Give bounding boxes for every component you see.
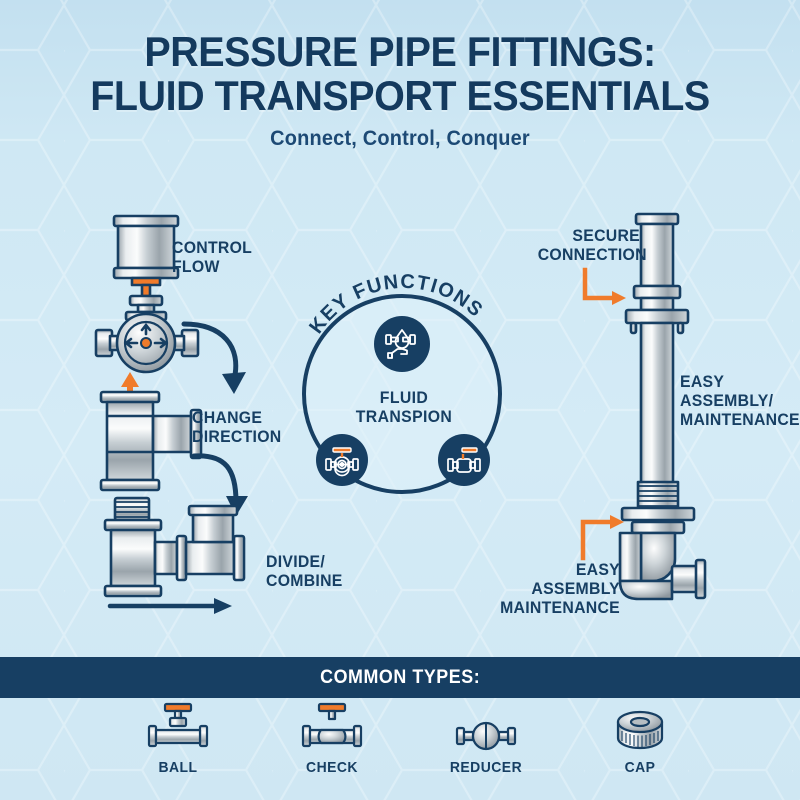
cap-fitting-icon: [585, 700, 695, 752]
callout-easy-assembly-maintenance-bottom: EASY ASSEMBLY MAINTENANCE: [500, 560, 620, 618]
orange-elbow-arrow-right-down: [580, 267, 630, 314]
reducer-fitting-icon: [431, 700, 541, 752]
type-item-cap[interactable]: CAP: [585, 700, 695, 776]
orange-elbow-arrow-right-up: [578, 508, 628, 561]
type-label-reducer: REDUCER: [449, 759, 523, 776]
title-line-1: PRESSURE PIPE FITTINGS:: [144, 28, 656, 75]
type-item-reducer[interactable]: REDUCER: [431, 700, 541, 776]
elbow-fitting-illustration: [608, 480, 718, 606]
type-label-check: CHECK: [306, 759, 358, 776]
callout-divide-combine: DIVIDE/ COMBINE: [266, 552, 343, 591]
callout-easy-assembly-maintenance-right: EASY ASSEMBLY/ MAINTENANCE: [680, 372, 800, 430]
common-types-bar: COMMON TYPES:: [0, 657, 800, 698]
control-valve-illustration: [94, 212, 216, 374]
tee-fitting-illustration-1: [97, 390, 207, 502]
type-label-ball: BALL: [158, 759, 198, 776]
globe-valve-icon: [316, 434, 368, 486]
callout-secure-connection: SECURE CONNECTION: [537, 226, 647, 265]
curved-arrow-down-left: [178, 318, 264, 406]
common-types-list: BALL CHECK: [0, 700, 800, 790]
ball-valve-icon: [123, 700, 233, 752]
ball-valve-icon: [438, 434, 490, 486]
callout-control-flow: CONTROL FLOW: [172, 238, 253, 277]
page-title: PRESSURE PIPE FITTINGS: FLUID TRANSPORT …: [0, 30, 800, 151]
pipe-droplet-hand-icon: [374, 316, 430, 372]
check-valve-icon: [277, 700, 387, 752]
key-functions-caption: FLUID TRANSPION: [355, 388, 453, 427]
tee-fitting-illustration-2: [97, 496, 259, 606]
title-line-2: FLUID TRANSPORT ESSENTIALS: [90, 71, 710, 119]
callout-change-direction: CHANGE DIRECTION: [192, 408, 282, 447]
common-types-heading: COMMON TYPES:: [319, 666, 481, 688]
page-subtitle: Connect, Control, Conquer: [270, 127, 530, 151]
type-item-ball[interactable]: BALL: [123, 700, 233, 776]
type-item-check[interactable]: CHECK: [277, 700, 387, 776]
vertical-pipe-riser-illustration: [612, 212, 702, 514]
type-label-cap: CAP: [624, 759, 656, 776]
flow-arrow-right-navy: [107, 598, 236, 614]
key-functions-circle: KEY FUNCTIONS FLUID TRANSPION: [296, 268, 512, 508]
